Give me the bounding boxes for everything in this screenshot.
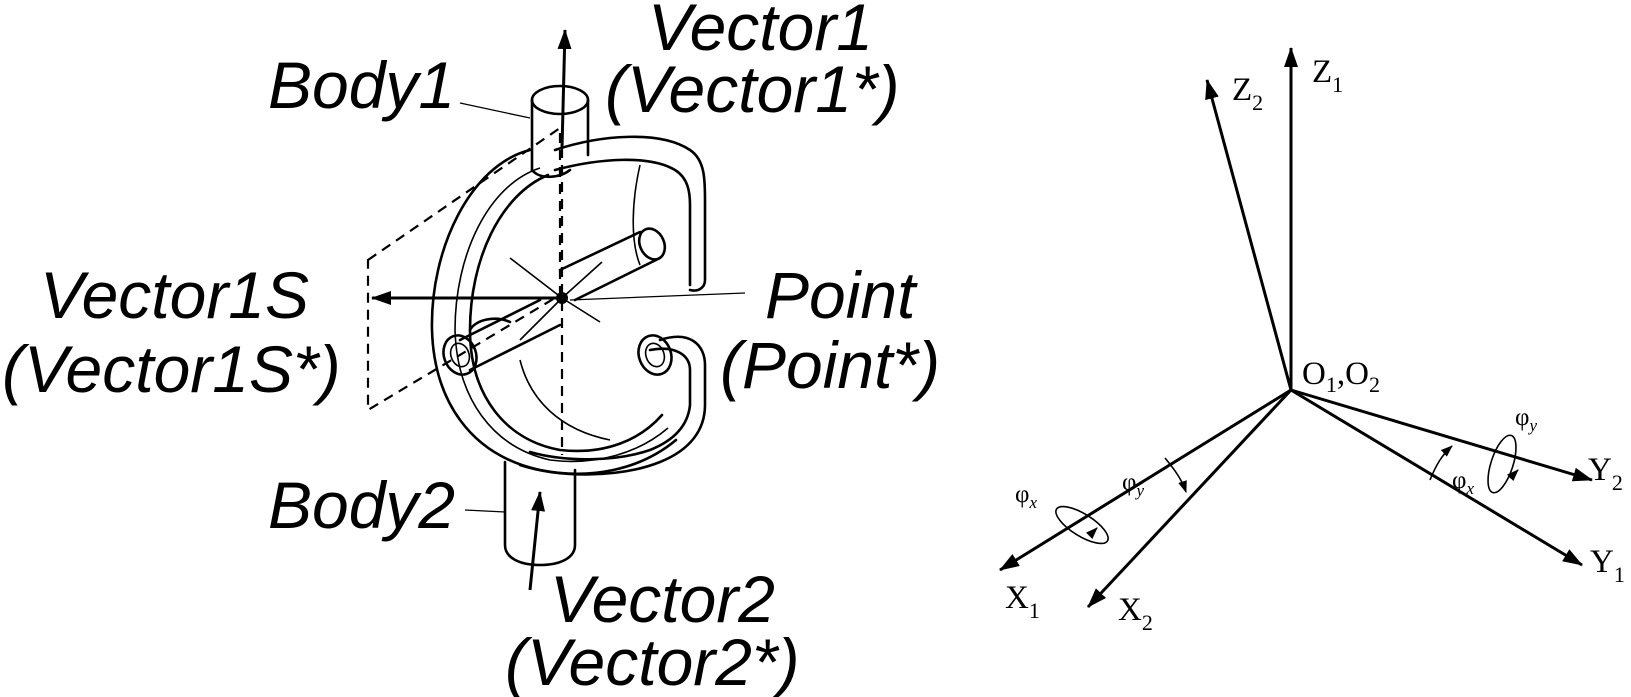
label-phi-y-left: φy [1122,469,1144,500]
axis-x2 [1086,388,1293,609]
label-vector1s-star: (Vector1S*) [2,332,341,406]
label-z1: Z1 [1312,54,1343,97]
label-x2: X2 [1118,592,1153,635]
leader-body2 [464,509,506,513]
vector1-arrow [557,29,572,149]
label-point-star: (Point*) [720,328,940,402]
coordinate-frames: Z1 Z2 O1,O2 X1 X2 Y1 Y2 φx φy φx φy [999,47,1625,635]
label-origin: O1,O2 [1302,356,1380,397]
yoke-arm-top-inner [553,158,692,287]
yoke-arm-bottom [518,335,707,476]
rotation-x-about-x1 [1055,505,1109,545]
axis-y2 [1290,388,1593,482]
label-point: Point [765,258,918,332]
label-z2: Z2 [1232,72,1263,115]
rotation-y-about-y2 [1487,434,1519,494]
label-x1: X1 [1005,580,1040,623]
universal-joint-drawing: Vector1 (Vector1*) Body1 Vector1S (Vecto… [2,0,940,697]
pin-hole-left [442,334,478,376]
leader-body1 [459,102,531,119]
yoke-arm-bottom-inner [528,347,692,461]
yoke-ring-outer [430,148,678,476]
leader-point [569,292,746,301]
label-vector2-star: (Vector2*) [505,625,800,697]
cross-spokes [509,257,603,341]
label-vector1: Vector1 [648,0,873,64]
cross-pin-upper [558,230,662,302]
yoke-ring-inner [468,173,664,453]
label-phi-x-left: φx [1015,481,1037,512]
label-vector2: Vector2 [550,562,775,636]
label-phi-y-right: φy [1515,404,1537,435]
label-body1: Body1 [268,48,455,122]
yoke-ring-rim [454,167,669,463]
label-y2: Y2 [1588,452,1623,495]
axis-x1 [999,388,1292,572]
axis-y1 [1290,388,1583,567]
rotation-x-about-y1 [1429,445,1453,481]
yoke-arm-top [553,135,707,292]
rotation-y-about-x2 [1164,457,1187,493]
label-phi-x-right: φx [1452,467,1474,498]
vector2-arrow [528,491,546,591]
joint-point [556,292,568,304]
label-vector1s: Vector1S [40,258,309,332]
label-body2: Body2 [268,468,455,542]
shaft-bottom [503,460,577,567]
label-vector1-star: (Vector1*) [605,52,900,126]
cross-pin-lower [458,298,562,372]
axis-z2 [1205,79,1293,391]
shaft-top [530,84,590,179]
label-y1: Y1 [1590,544,1625,587]
pin-hole-right [637,334,673,376]
